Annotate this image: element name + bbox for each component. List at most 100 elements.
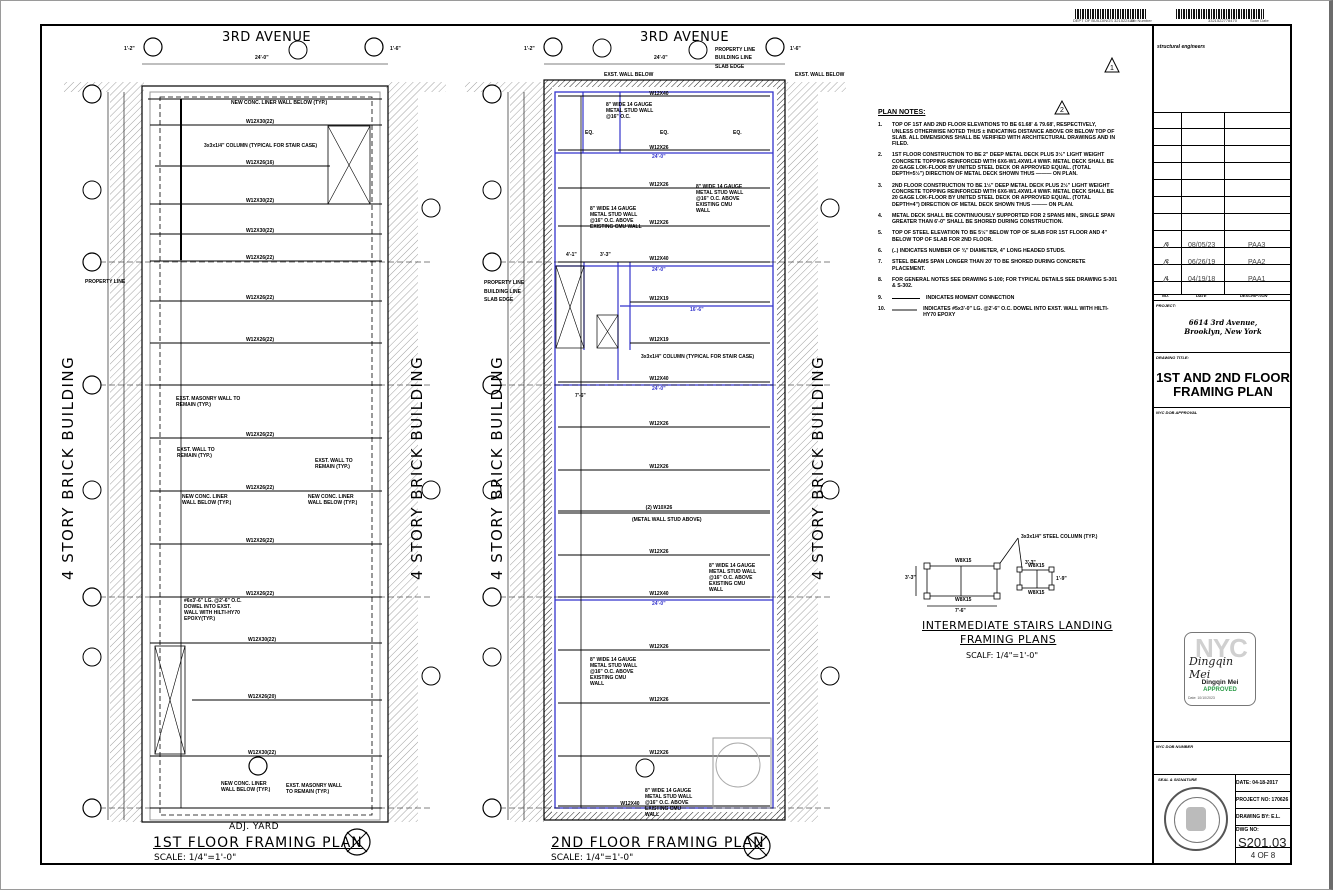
stud-wall-note: 8" WIDE 14 GAUGE METAL STUD WALL @16" O.…: [590, 206, 642, 230]
tb-divider: [1154, 162, 1292, 163]
landing-plan-title-1: INTERMEDIATE STAIRS LANDING: [922, 619, 1113, 632]
tb-divider: [1154, 741, 1292, 742]
plan-note: 2.1ST FLOOR CONSTRUCTION TO BE 2" DEEP M…: [878, 152, 1114, 178]
tb-divider: [1154, 300, 1292, 301]
beam-label: W12X19: [649, 296, 669, 302]
stamp-date: Date: 10/10/2023: [1188, 696, 1215, 700]
beam-label: W12X26: [649, 697, 669, 703]
second-floor-plan-drawing: [465, 37, 846, 860]
firm-name: structural engineers: [1157, 44, 1206, 50]
tb-divider: [1235, 825, 1292, 826]
beam-label: W12X26: [649, 145, 669, 151]
side-label-building-line: BUILDING LINE: [484, 289, 521, 295]
stud-wall-note-top: 8" WIDE 14 GAUGE METAL STUD WALL @16" O.…: [606, 102, 654, 120]
span-label: 24'-0": [652, 601, 666, 607]
first-floor-note-liner-bottom: NEW CONC. LINER WALL BELOW (TYP.): [221, 781, 271, 793]
plan-note: 3.2ND FLOOR CONSTRUCTION TO BE 1½" DEEP …: [878, 182, 1114, 208]
side-label-slab-edge: SLAB EDGE: [484, 297, 514, 303]
project-address-2: Brooklyn, New York: [1184, 327, 1262, 336]
beam-label: W12X19: [649, 337, 669, 343]
landing-dim-height: 3'-3": [905, 575, 916, 581]
revision-1-date: 04/19/18: [1188, 276, 1216, 283]
drawing-title-line-1: 1ST AND 2ND FLOOR: [1156, 370, 1290, 385]
plan-note: 4.METAL DECK SHALL BE CONTINUOUSLY SUPPO…: [878, 212, 1115, 226]
revision-1-no-icon: △1: [1163, 276, 1169, 283]
beam-label: W12X26: [649, 182, 669, 188]
label-exst-wall-below-left: EXST. WALL BELOW: [604, 72, 654, 78]
tb-divider: [1154, 352, 1292, 353]
tb-divider: [1154, 196, 1292, 197]
tb-divider: [1235, 808, 1292, 809]
beam-label: W12X26: [649, 464, 669, 470]
first-floor-overall-width: 24'-0": [255, 55, 269, 61]
span-label: 24'-0": [652, 154, 666, 160]
beam-label: W12X26(22): [245, 591, 275, 597]
first-floor-note-exst-wall-right: EXST. WALL TO REMAIN (TYP.): [315, 458, 353, 470]
sheet-number: 4 OF 8: [1250, 851, 1276, 860]
revision-3-no-icon: △3: [1163, 242, 1169, 249]
svg-text:1: 1: [1110, 65, 1114, 72]
moment-connection-symbol-icon: [892, 297, 920, 301]
stamp-status: APPROVED: [1203, 687, 1237, 693]
first-floor-note-property-line: PROPERTY LINE: [85, 279, 126, 285]
second-floor-plan-title: 2ND FLOOR FRAMING PLAN: [551, 835, 765, 851]
project-number: PROJECT NO: 170626: [1236, 797, 1289, 803]
tb-divider: [1154, 213, 1292, 214]
landing-column-note: 3x3x1/4" STEEL COLUMN (TYP.): [1021, 534, 1098, 540]
beam-label: W12X26: [649, 421, 669, 427]
revision-3-description: PAA3: [1248, 242, 1266, 249]
first-floor-note-exst-wall: EXST. WALL TO REMAIN (TYP.): [177, 447, 215, 459]
scan-date-barcode-label: Scan Date: [1250, 18, 1269, 23]
plan-note: 6.(..) INDICATES NUMBER OF ¾" DIAMETER, …: [878, 248, 1066, 255]
label-slab-edge: SLAB EDGE: [715, 64, 745, 70]
job-number-barcode: [1075, 9, 1147, 19]
dob-number-label: NYC DOB NUMBER: [1156, 744, 1194, 749]
stud-wall-note-right: 8" WIDE 14 GAUGE METAL STUD WALL @16" O.…: [696, 184, 744, 214]
eq-label: EQ.: [733, 130, 742, 136]
beam-label: W12X26: [649, 549, 669, 555]
beam-label: W12X40: [649, 376, 669, 382]
landing-dim-small-height: 1'-9": [1056, 576, 1067, 582]
tb-divider: [1235, 847, 1292, 848]
rev-header-date: DATE: [1196, 293, 1207, 298]
first-floor-note-liner-left: NEW CONC. LINER WALL BELOW (TYP.): [182, 494, 232, 506]
first-floor-right-neighbor-label: 4 STORY BRICK BUILDING: [408, 355, 426, 580]
svg-text:2: 2: [1060, 107, 1064, 114]
drawing-number: S201.03: [1238, 835, 1287, 850]
tb-divider: [1154, 281, 1292, 282]
first-floor-street-label: 3RD AVENUE: [222, 30, 312, 45]
plan-note: 1.TOP OF 1ST AND 2ND FLOOR ELEVATIONS TO…: [878, 122, 1116, 148]
second-floor-offset-right: 1'-6": [790, 46, 801, 52]
second-floor-left-neighbor-label: 4 STORY BRICK BUILDING: [488, 355, 506, 580]
seal-label: SEAL & SIGNATURE: [1158, 777, 1197, 782]
eq-label: EQ.: [660, 130, 669, 136]
span-label: 24'-0": [652, 386, 666, 392]
beam-label: W12X26(20): [247, 694, 277, 700]
first-floor-note-liner: NEW CONC. LINER WALL BELOW (TYP.): [231, 100, 328, 106]
first-floor-offset-left: 1'-2": [124, 46, 135, 52]
tb-col-divider: [1235, 774, 1236, 865]
beam-label: W12X40: [620, 801, 640, 807]
first-floor-note-masonry: EXST. MASONRY WALL TO REMAIN (TYP.): [176, 396, 241, 408]
stair-dim: 3'-3": [600, 252, 611, 258]
stud-wall-note-bottom: 8" WIDE 14 GAUGE METAL STUD WALL @16" O.…: [645, 788, 693, 818]
span-label: 24'-0": [652, 267, 666, 273]
beam-label: W12X26(22): [245, 538, 275, 544]
beam-label: W12X26(22): [245, 255, 275, 261]
job-number-barcode-label: Job Number: [1130, 18, 1152, 23]
second-floor-plan-scale: SCALE: 1/4"=1'-0": [551, 853, 634, 863]
project-address-1: 6614 3rd Avenue,: [1188, 318, 1258, 327]
span-label: 16'-6": [690, 307, 704, 313]
plan-note: 7.STEEL BEAMS SPAN LONGER THAN 20' TO BE…: [878, 259, 1086, 272]
tb-divider: [1154, 264, 1292, 265]
first-floor-rear-label: ADJ. YARD: [229, 822, 280, 832]
tb-divider: [1154, 145, 1292, 146]
tb-divider: [1154, 774, 1292, 775]
tb-divider: [1154, 294, 1292, 295]
scan-date-barcode: [1176, 9, 1264, 19]
beam-label: W12X26: [649, 750, 669, 756]
landing-plan-drawing: [915, 537, 1055, 607]
stair-dim: 4'-1": [566, 252, 577, 258]
beam-label: W12X30(22): [245, 228, 275, 234]
first-floor-plan-title: 1ST FLOOR FRAMING PLAN: [153, 835, 363, 851]
